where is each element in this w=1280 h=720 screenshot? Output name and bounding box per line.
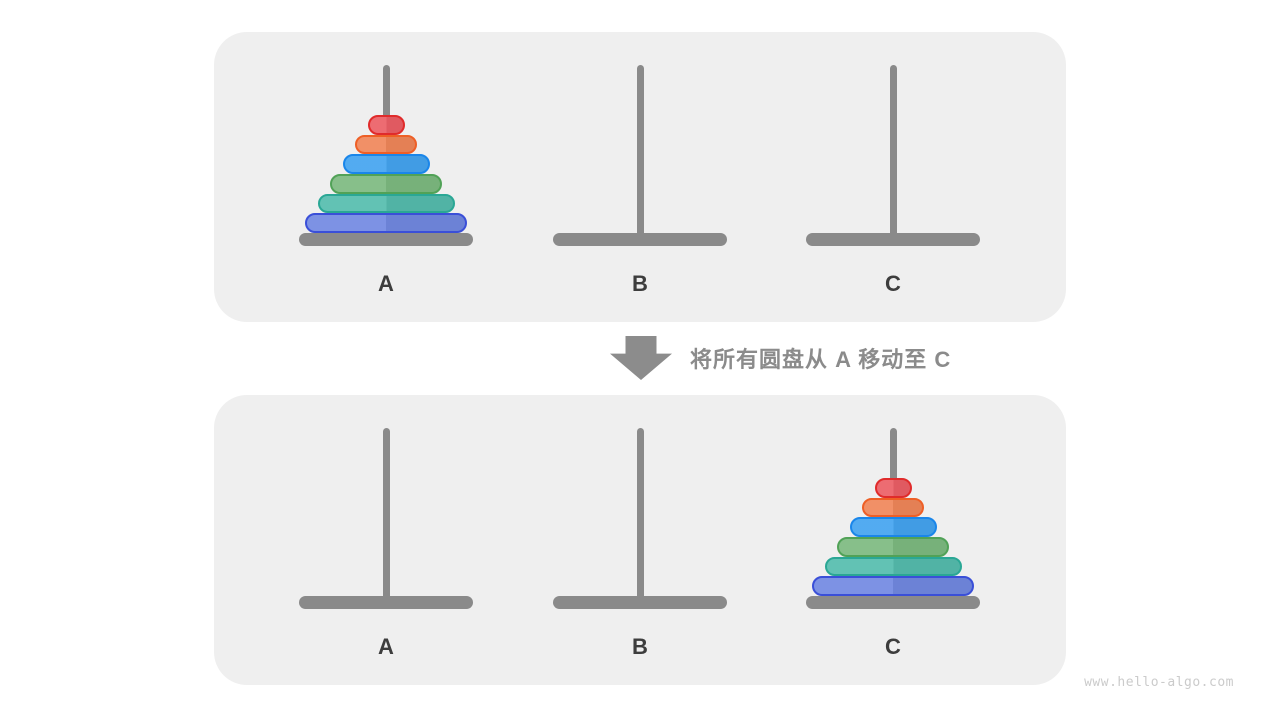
disk-teal [317,193,455,214]
disk-purple [305,213,467,233]
peg-c-before: C [805,65,981,305]
panel-after: A B C [214,395,1066,685]
disk-green [330,173,442,194]
peg-a-before: A [298,65,474,305]
peg-c-after: C [805,428,981,668]
disk-blue [342,154,430,174]
peg-base [553,596,727,609]
peg-pole [889,65,897,241]
move-caption: 将所有圆盘从 A 移动至 C [690,347,952,372]
disk-stack [298,114,474,233]
peg-base [553,233,727,246]
peg-label: B [632,271,648,296]
disk-teal [824,556,962,577]
transition: 将所有圆盘从 A 移动至 C [610,334,951,382]
disk-blue [849,517,937,537]
peg-b-before: B [552,65,728,305]
peg-base [299,596,473,609]
peg-pole [636,428,644,604]
watermark: www.hello-algo.com [1084,675,1234,690]
disk-stack [805,477,981,596]
peg-label: B [632,634,648,659]
arrow-down-icon [610,336,672,380]
peg-base [806,233,980,246]
panel-before: A B C [214,32,1066,322]
peg-label: A [378,271,394,296]
peg-label: A [378,634,394,659]
peg-label: C [885,634,901,659]
disk-red [367,114,405,135]
disk-green [837,536,949,557]
peg-base [299,233,473,246]
peg-pole [382,428,390,604]
peg-base [806,596,980,609]
peg-a-after: A [298,428,474,668]
peg-label: C [885,271,901,296]
disk-orange [355,134,417,155]
peg-b-after: B [552,428,728,668]
disk-red [874,477,912,498]
disk-orange [862,497,924,518]
peg-pole [636,65,644,241]
disk-purple [812,576,974,596]
